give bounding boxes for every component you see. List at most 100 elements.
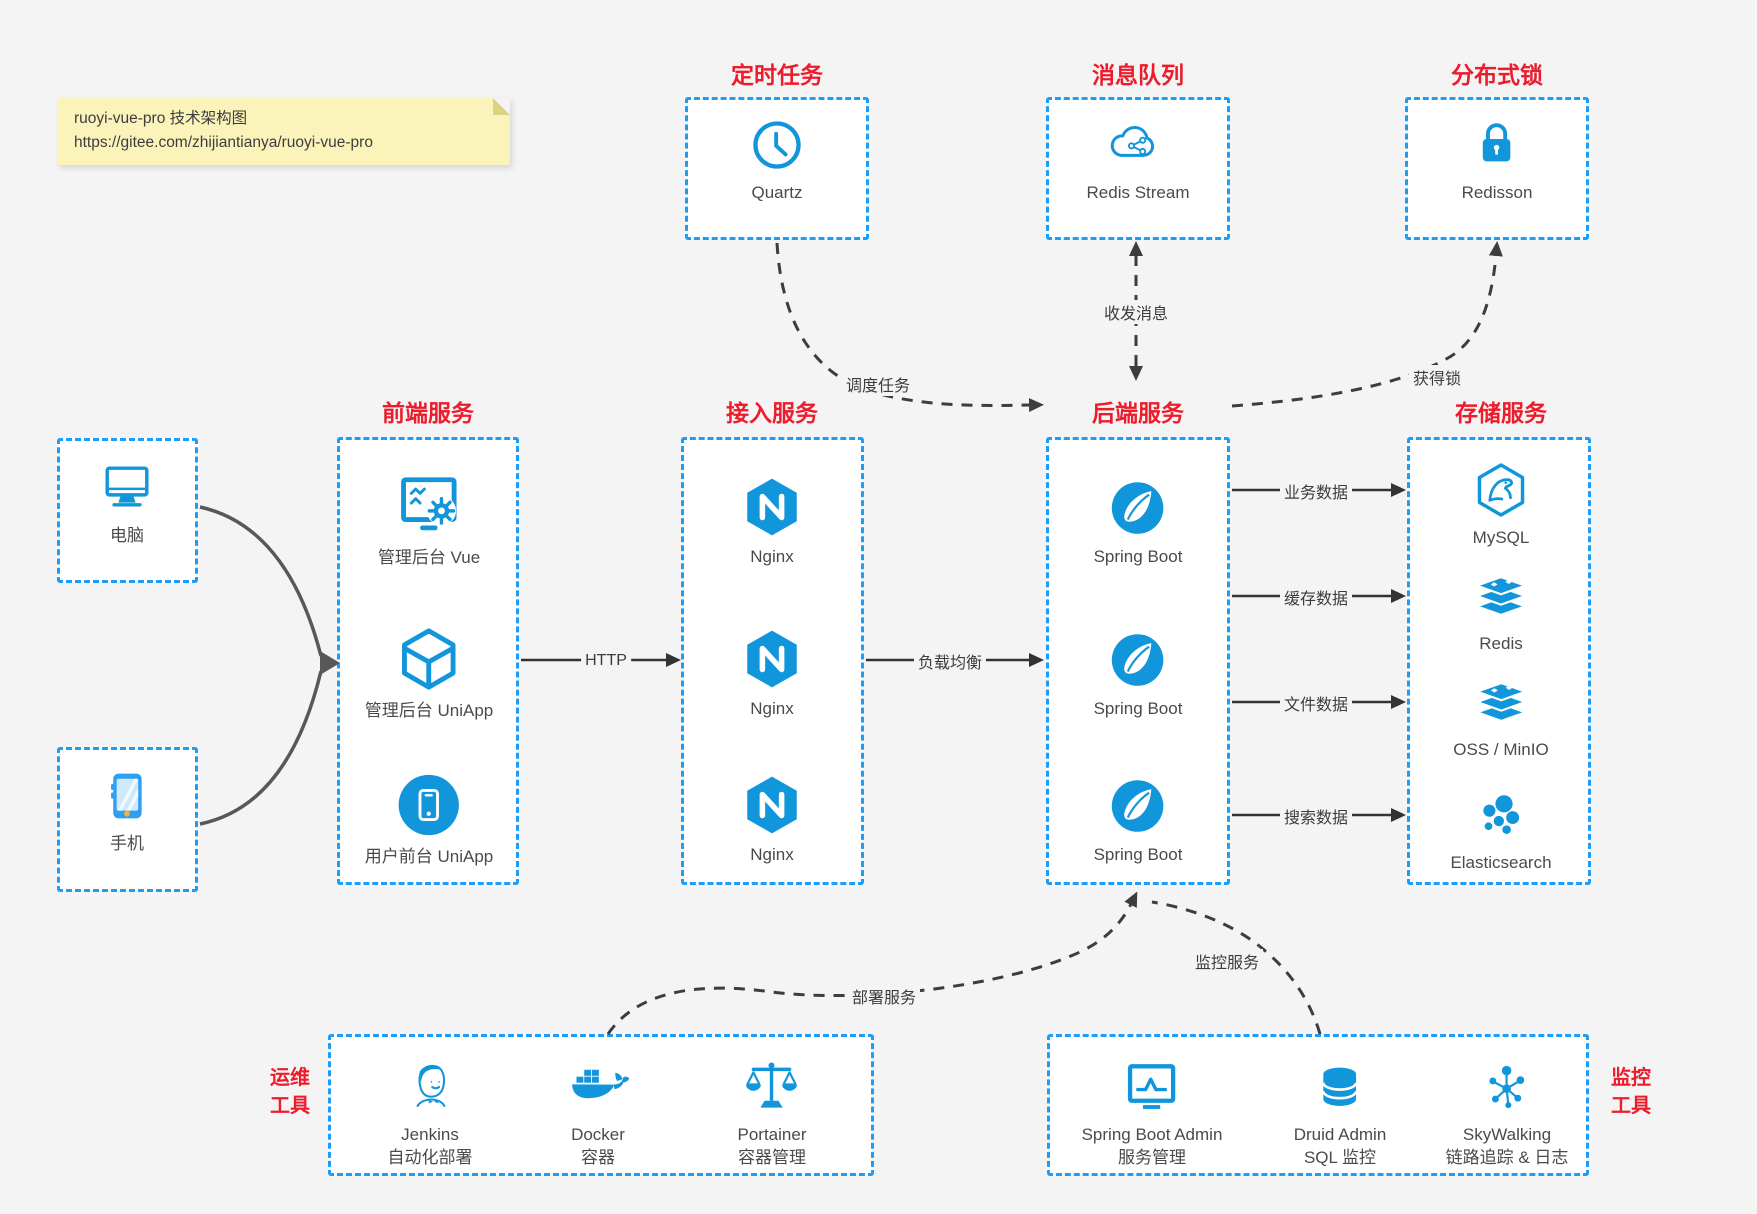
nginx-item-2: Nginx — [739, 626, 805, 720]
nginx-icon — [747, 776, 797, 834]
cube-icon — [402, 628, 456, 690]
redis-stream-item: Redis Stream — [1086, 114, 1190, 204]
redisson-item: Redisson — [1461, 114, 1533, 204]
note-folded-corner — [493, 98, 510, 115]
desktop-client-label: 电脑 — [110, 526, 144, 545]
skywalking-desc: 链路追踪 & 日志 — [1445, 1148, 1569, 1167]
note-url: https://gitee.com/zhijiantianya/ruoyi-vu… — [74, 134, 373, 151]
label-acquire-lock: 获得锁 — [1408, 365, 1466, 389]
client-merge-arrows — [199, 505, 323, 826]
springboot-item-3: Spring Boot — [1093, 774, 1183, 866]
redisson-label: Redisson — [1461, 183, 1533, 202]
title-ops-tools: 运维 工具 — [270, 1067, 310, 1117]
label-file-data: 文件数据 — [1279, 691, 1353, 715]
portainer-item: Portainer 容器管理 — [737, 1056, 807, 1169]
springboot-label-3: Spring Boot — [1093, 845, 1183, 864]
nginx-icon — [747, 630, 797, 688]
druid-admin-item: Druid Admin SQL 监控 — [1293, 1056, 1387, 1169]
label-http: HTTP — [581, 652, 631, 670]
nginx-item-3: Nginx — [739, 772, 805, 866]
jenkins-desc: 自动化部署 — [387, 1148, 473, 1167]
springboot-label-2: Spring Boot — [1093, 699, 1183, 718]
label-deploy-service: 部署服务 — [847, 984, 921, 1008]
redis-label: Redis — [1479, 634, 1523, 653]
message-queue-box — [1046, 97, 1230, 240]
note-title: ruoyi-vue-pro 技术架构图 — [74, 110, 248, 127]
portainer-name: Portainer — [737, 1125, 807, 1144]
skywalking-name: SkyWalking — [1462, 1125, 1552, 1144]
jenkins-icon — [416, 1064, 445, 1107]
jenkins-name: Jenkins — [401, 1125, 459, 1144]
spring-boot-icon — [1112, 780, 1164, 832]
springboot-item-1: Spring Boot — [1093, 476, 1183, 568]
label-load-balance: 负载均衡 — [913, 649, 987, 673]
redis-stream-label: Redis Stream — [1086, 183, 1190, 202]
admin-uniapp-item: 管理后台 UniApp — [365, 624, 493, 722]
admin-vue-icon — [401, 477, 457, 531]
title-frontend-services: 前端服务 — [382, 400, 474, 426]
portainer-scales-icon — [746, 1062, 798, 1108]
spring-boot-admin-name: Spring Boot Admin — [1081, 1125, 1223, 1144]
mysql-label: MySQL — [1472, 528, 1530, 547]
phone-client-item: 手机 — [96, 765, 158, 855]
druid-admin-name: Druid Admin — [1293, 1125, 1387, 1144]
admin-vue-label: 管理后台 Vue — [377, 548, 481, 567]
oss-minio-label: OSS / MinIO — [1453, 740, 1549, 759]
elasticsearch-icon — [1482, 795, 1519, 834]
title-backend-services: 后端服务 — [1092, 400, 1184, 426]
sticky-note: ruoyi-vue-pro 技术架构图 https://gitee.com/zh… — [58, 98, 510, 165]
distributed-lock-box — [1405, 97, 1589, 240]
mysql-item: MySQL — [1470, 459, 1532, 549]
admin-monitor-icon — [1128, 1064, 1176, 1109]
portainer-desc: 容器管理 — [737, 1148, 806, 1167]
cloud-share-icon — [1111, 126, 1155, 157]
edge-deploy-service — [606, 891, 1138, 1035]
user-uniapp-item: 用户前台 UniApp — [365, 770, 493, 868]
title-distributed-lock: 分布式锁 — [1451, 62, 1543, 88]
database-icon — [1322, 1067, 1358, 1106]
skywalking-network-icon — [1489, 1065, 1525, 1109]
edge-phone-to-frontend — [199, 670, 323, 826]
label-search-data: 搜索数据 — [1279, 804, 1353, 828]
oss-stack-icon — [1475, 681, 1527, 723]
lock-icon — [1483, 123, 1511, 162]
title-storage-services: 存储服务 — [1455, 400, 1547, 426]
desktop-icon — [105, 466, 149, 507]
druid-admin-desc: SQL 监控 — [1303, 1148, 1377, 1167]
title-monitor-tools: 监控 工具 — [1611, 1067, 1651, 1117]
label-send-receive-msg: 收发消息 — [1099, 300, 1173, 324]
phone-icon — [111, 773, 142, 819]
desktop-client-item: 电脑 — [96, 457, 158, 547]
nginx-item-1: Nginx — [739, 474, 805, 568]
phone-client-box — [57, 747, 198, 892]
spring-boot-admin-item: Spring Boot Admin 服务管理 — [1081, 1056, 1223, 1169]
elasticsearch-label: Elasticsearch — [1450, 853, 1552, 872]
admin-vue-item: 管理后台 Vue — [378, 471, 480, 569]
skywalking-item: SkyWalking 链路追踪 & 日志 — [1445, 1056, 1569, 1169]
title-message-queue: 消息队列 — [1092, 62, 1184, 88]
oss-minio-item: OSS / MinIO — [1453, 671, 1549, 761]
app-circle-icon — [398, 774, 460, 836]
label-monitor-service: 监控服务 — [1190, 949, 1264, 973]
quartz-label: Quartz — [751, 183, 803, 202]
mysql-icon — [1477, 463, 1525, 517]
monitor-tools-box — [1047, 1034, 1589, 1176]
label-schedule-task: 调度任务 — [841, 372, 915, 396]
label-business-data: 业务数据 — [1279, 479, 1353, 503]
spring-boot-admin-desc: 服务管理 — [1118, 1148, 1186, 1167]
label-cache-data: 缓存数据 — [1279, 585, 1353, 609]
user-uniapp-label: 用户前台 UniApp — [364, 847, 494, 866]
edge-desktop-to-frontend — [199, 505, 323, 657]
phone-client-label: 手机 — [110, 834, 144, 853]
springboot-item-2: Spring Boot — [1093, 628, 1183, 720]
nginx-label-1: Nginx — [750, 547, 794, 566]
clock-icon — [753, 121, 801, 169]
spring-boot-icon — [1112, 482, 1164, 534]
spring-boot-icon — [1112, 634, 1164, 686]
desktop-client-box — [57, 438, 198, 583]
admin-uniapp-label: 管理后台 UniApp — [364, 701, 494, 720]
springboot-label-1: Spring Boot — [1093, 547, 1183, 566]
docker-icon — [572, 1069, 629, 1099]
quartz-item: Quartz — [746, 114, 808, 204]
redis-stack-icon — [1475, 575, 1527, 617]
